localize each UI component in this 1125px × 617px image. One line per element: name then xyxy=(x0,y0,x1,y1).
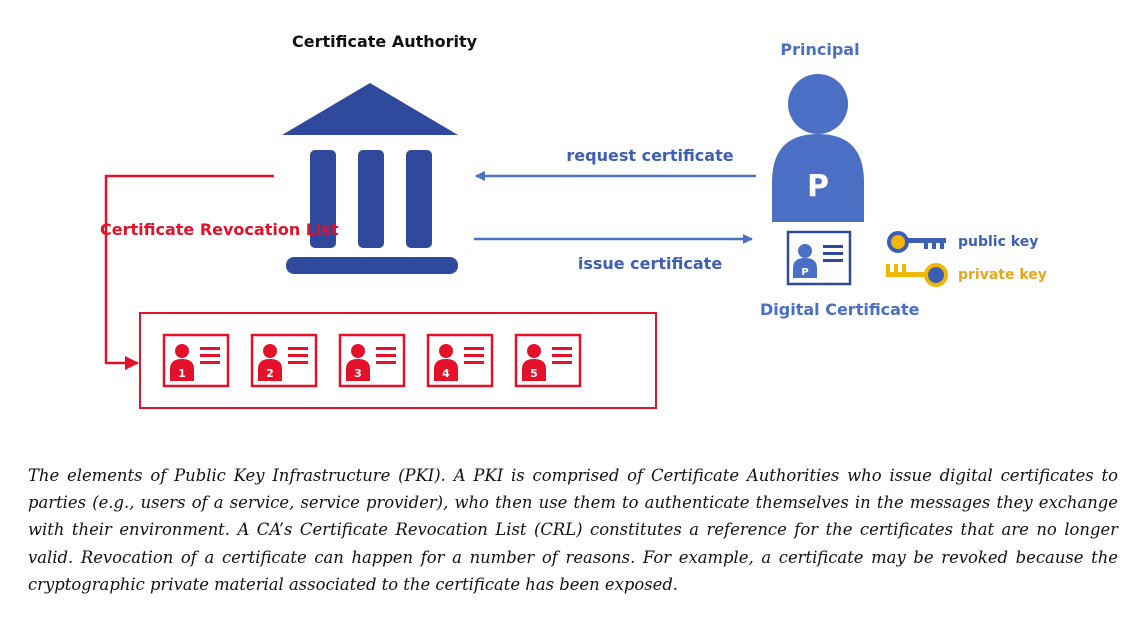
principal-initial: P xyxy=(807,169,829,204)
revoked-certificate-icon: 5 xyxy=(514,333,582,388)
certificate-revocation-list-label: Certificate Revocation List xyxy=(100,220,339,239)
public-key-icon xyxy=(887,231,946,253)
revoked-certificate-icon: 4 xyxy=(426,333,494,388)
crl-connector-arrow xyxy=(104,174,274,370)
public-key-label: public key xyxy=(958,234,1039,250)
private-key-icon xyxy=(886,263,948,287)
digital-certificate-label: Digital Certificate xyxy=(760,300,920,319)
revoked-certificate-number: 3 xyxy=(354,367,362,380)
digital-certificate-initial: P xyxy=(801,267,808,278)
revoked-certificate-icon: 3 xyxy=(338,333,406,388)
certificate-authority-label: Certificate Authority xyxy=(292,32,478,51)
request-certificate-label: request certificate xyxy=(566,146,734,165)
revoked-certificate-icon: 1 xyxy=(162,333,230,388)
digital-certificate-icon xyxy=(786,230,852,286)
principal-label: Principal xyxy=(780,40,860,59)
certificate-authority-icon xyxy=(282,83,458,274)
revoked-certificate-icon: 2 xyxy=(250,333,318,388)
issue-certificate-label: issue certificate xyxy=(577,254,723,273)
pki-diagram: P P xyxy=(100,32,1047,409)
principal-person-icon xyxy=(772,74,864,222)
revoked-certificate-number: 4 xyxy=(442,367,450,380)
figure-caption: The elements of Public Key Infrastructur… xyxy=(28,466,1118,594)
revoked-certificates: 1 2 3 4 5 xyxy=(162,333,582,388)
private-key-label: private key xyxy=(958,267,1047,283)
revoked-certificate-number: 2 xyxy=(266,367,274,380)
revoked-certificate-number: 1 xyxy=(178,367,186,380)
revoked-certificate-number: 5 xyxy=(530,367,538,380)
pki-diagram-graphics: P P xyxy=(104,74,948,409)
